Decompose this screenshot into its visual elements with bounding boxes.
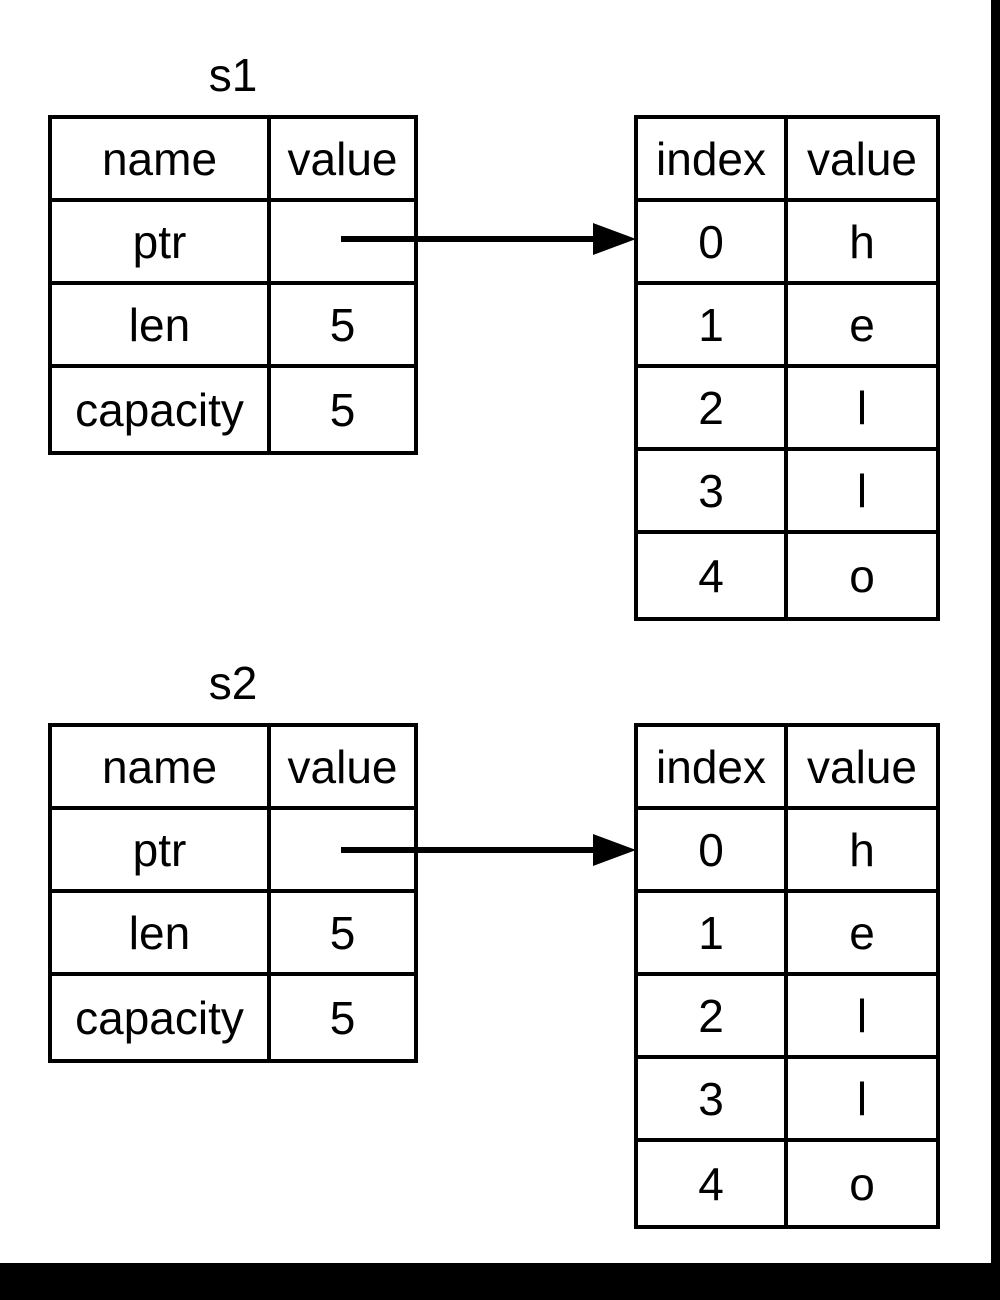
struct-table-s1: name value ptr len 5 capacity 5	[48, 115, 418, 455]
header-cell-value: value	[287, 740, 398, 793]
group-label-s1: s1	[208, 49, 258, 101]
field-name-capacity: capacity	[52, 368, 271, 451]
array-index-4: 4	[638, 1142, 788, 1225]
group-label-s2: s2	[208, 657, 258, 709]
page-edge-band-right	[991, 0, 1000, 1263]
array-value-0: h	[849, 823, 875, 876]
array-value-1: e	[849, 906, 875, 959]
table-row: 1 e	[638, 893, 936, 976]
array-index-2: 2	[638, 976, 788, 1055]
array-table-s1: index value 0 h 1 e 2 l 3 l 4 o	[634, 115, 940, 621]
array-value-3: l	[856, 464, 868, 517]
pointer-arrow-s2	[341, 830, 640, 870]
table-row: ptr	[52, 202, 414, 285]
table-row: capacity 5	[52, 368, 414, 451]
table-row: len 5	[52, 285, 414, 368]
table-row: 4 o	[638, 1142, 936, 1225]
table-row: 2 l	[638, 976, 936, 1059]
field-name-len: len	[52, 285, 271, 364]
table-row: 1 e	[638, 285, 936, 368]
array-index-3: 3	[638, 451, 788, 530]
array-index-0: 0	[638, 202, 788, 281]
array-value-3: l	[856, 1072, 868, 1125]
array-index-4: 4	[638, 534, 788, 617]
field-value-len: 5	[329, 906, 356, 959]
array-index-1: 1	[638, 893, 788, 972]
field-value-len: 5	[329, 298, 356, 351]
table-row: capacity 5	[52, 976, 414, 1059]
array-index-3: 3	[638, 1059, 788, 1138]
struct-table-s2: name value ptr len 5 capacity 5	[48, 723, 418, 1063]
table-header-row: name value	[52, 727, 414, 810]
header-cell-value: value	[807, 740, 917, 793]
table-row: len 5	[52, 893, 414, 976]
array-value-0: h	[849, 215, 875, 268]
table-row: 0 h	[638, 202, 936, 285]
array-value-2: l	[856, 381, 868, 434]
array-value-1: e	[849, 298, 875, 351]
table-header-row: index value	[638, 727, 936, 810]
array-value-2: l	[856, 989, 868, 1042]
field-name-len: len	[52, 893, 271, 972]
header-cell-index: index	[638, 119, 788, 198]
header-cell-index: index	[638, 727, 788, 806]
table-row: 3 l	[638, 1059, 936, 1142]
table-row: 4 o	[638, 534, 936, 617]
table-row: ptr	[52, 810, 414, 893]
table-row: 0 h	[638, 810, 936, 893]
array-value-4: o	[849, 1157, 875, 1210]
array-table-s2: index value 0 h 1 e 2 l 3 l 4 o	[634, 723, 940, 1229]
table-row: 3 l	[638, 451, 936, 534]
field-name-ptr: ptr	[52, 202, 271, 281]
array-value-4: o	[849, 549, 875, 602]
table-header-row: index value	[638, 119, 936, 202]
table-row: 2 l	[638, 368, 936, 451]
page-edge-band-bottom	[0, 1263, 1000, 1300]
header-cell-value: value	[807, 132, 917, 185]
pointer-arrow-s1	[341, 219, 640, 259]
field-value-capacity: 5	[329, 383, 356, 436]
header-cell-name: name	[52, 727, 271, 806]
array-index-1: 1	[638, 285, 788, 364]
field-name-capacity: capacity	[52, 976, 271, 1059]
header-cell-name: name	[52, 119, 271, 198]
field-name-ptr: ptr	[52, 810, 271, 889]
field-value-capacity: 5	[329, 991, 356, 1044]
header-cell-value: value	[287, 132, 398, 185]
array-index-0: 0	[638, 810, 788, 889]
table-header-row: name value	[52, 119, 414, 202]
array-index-2: 2	[638, 368, 788, 447]
